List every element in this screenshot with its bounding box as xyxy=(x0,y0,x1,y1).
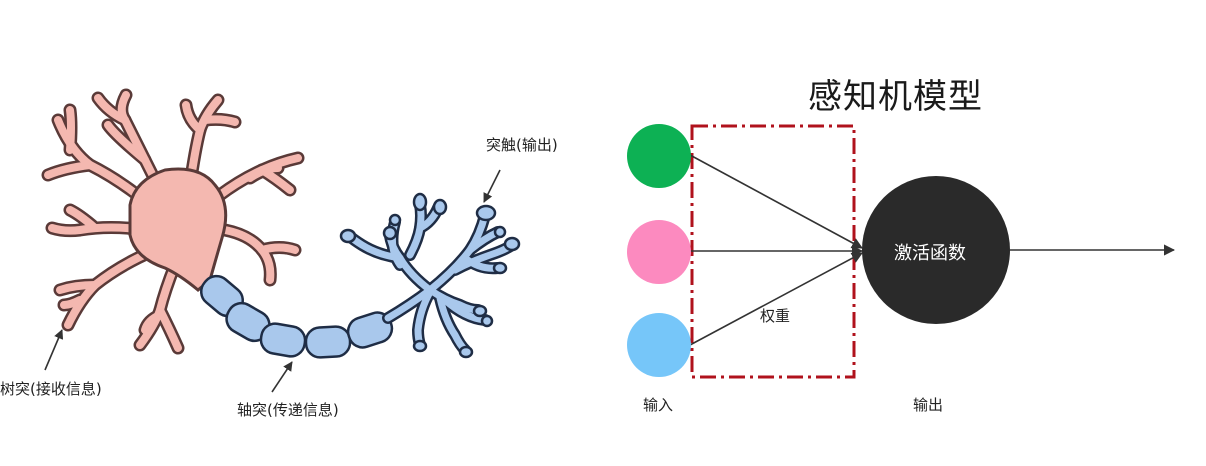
connection-3 xyxy=(689,252,863,346)
input-label: 输入 xyxy=(643,396,674,414)
neuron-drawing xyxy=(41,88,521,393)
axon-label: 轴突(传递信息) xyxy=(237,401,339,419)
neuron-label-arrows xyxy=(44,169,501,393)
axon-pointer xyxy=(271,361,293,393)
activation-label: 激活函数 xyxy=(894,243,966,264)
axon-terminals xyxy=(339,192,521,359)
weighted-connections xyxy=(689,154,864,346)
synapse-label: 突触(输出) xyxy=(486,136,558,154)
dendrite-pointer xyxy=(44,329,64,371)
output-label: 输出 xyxy=(913,396,944,414)
dendrite-label: 树突(接收信息) xyxy=(0,380,102,398)
axon xyxy=(199,274,394,359)
input-node-2 xyxy=(627,220,691,284)
perceptron-title: 感知机模型 xyxy=(808,77,983,117)
input-node-1 xyxy=(627,124,691,188)
dendrites xyxy=(41,88,305,355)
weights-label: 权重 xyxy=(760,307,791,325)
activation-node xyxy=(862,176,1010,324)
connection-1 xyxy=(689,154,863,249)
perceptron-model xyxy=(627,124,1176,379)
cell-body xyxy=(128,167,228,292)
synapse-pointer xyxy=(483,169,501,203)
input-node-3 xyxy=(627,313,691,377)
